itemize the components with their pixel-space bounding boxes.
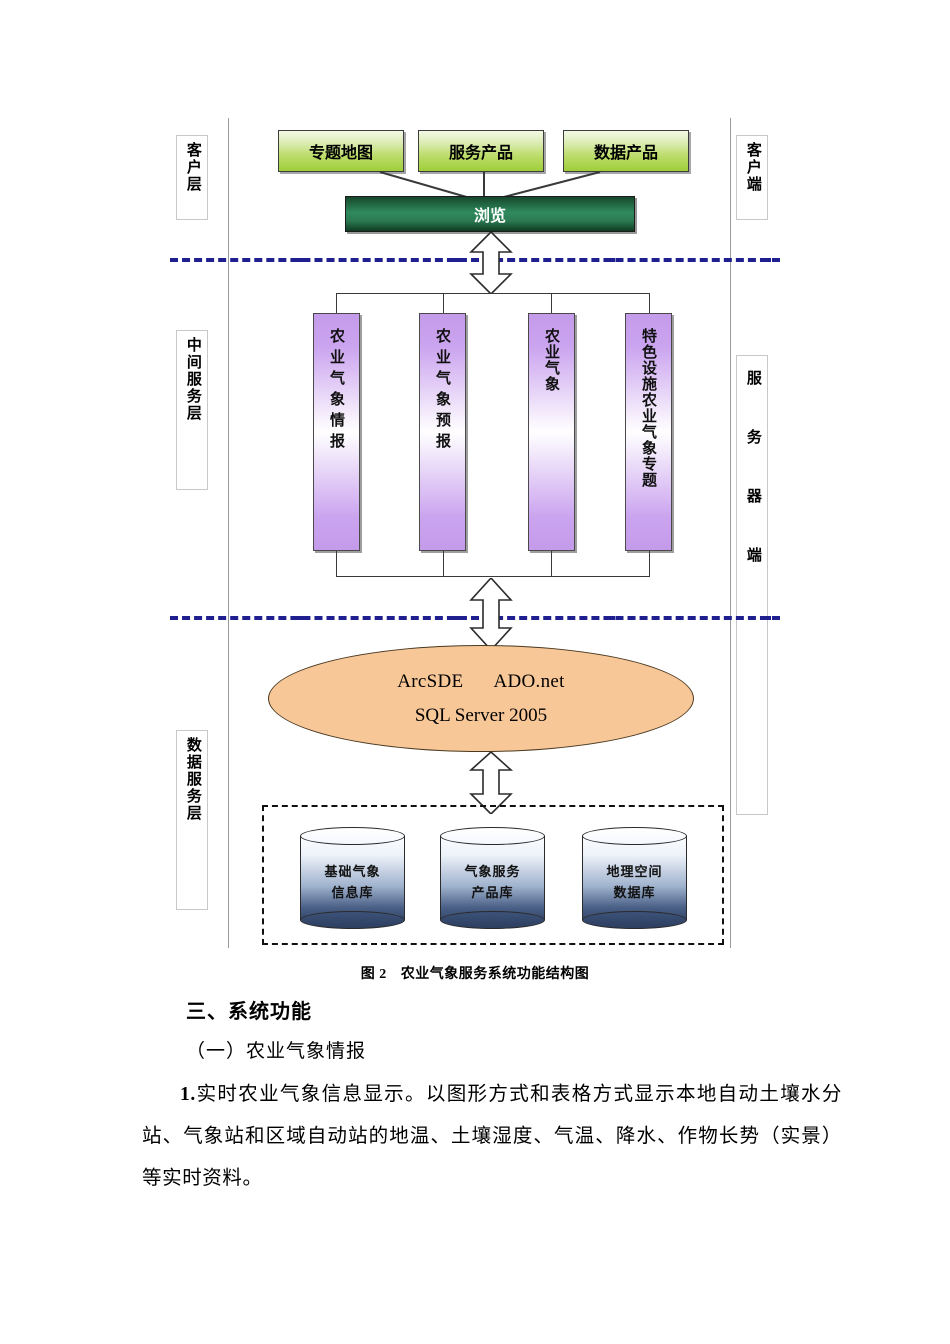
db-label-line2: 产品库 [471,885,514,900]
module-box-agri-met-info-label: 农业气象情报 [328,328,344,454]
cylinder-body [582,836,687,920]
right-vertical-rule [730,118,731,948]
middle-top-stem-3 [551,293,552,313]
product-box-data-product[interactable]: 数据产品 [563,130,689,172]
arrow-middle-to-data [469,578,513,650]
middle-bottom-stem-2 [443,551,444,577]
middle-bottom-stem-1 [336,551,337,577]
middle-bottom-bracket [336,576,650,577]
module-box-agri-met-label: 农业气象 [543,328,559,392]
module-box-special-facility-label: 特色设施农业气象专题 [640,328,656,488]
middle-top-stem-4 [649,293,650,313]
figure-caption: 图 2 农业气象服务系统功能结构图 [0,963,950,983]
cylinder-body [300,836,405,920]
cylinder-bottom [300,911,405,929]
db-label-line2: 信息库 [331,885,374,900]
layer-label-client-side: 客户端 [736,135,768,220]
architecture-diagram: 客户层 中间服务层 数据服务层 客户端 服务器端 专 [170,118,780,948]
database-group-container [262,805,724,945]
module-box-agri-met[interactable]: 农业气象 [528,313,575,551]
module-box-agri-met-info[interactable]: 农业气象情报 [313,313,360,551]
layer-label-client-text: 客户层 [184,142,201,193]
database-cylinder-basic-met[interactable]: 基础气象 信息库 [300,827,405,929]
cylinder-top [582,827,687,845]
middleware-line1: ArcSDE ADO.net [397,671,564,693]
database-cylinder-geospatial[interactable]: 地理空间 数据库 [582,827,687,929]
figure-caption-prefix: 图 2 [360,967,387,982]
divider-middle-data [170,616,780,620]
cylinder-top [300,827,405,845]
middle-top-stem-2 [443,293,444,313]
layer-label-middle-text: 中间服务层 [184,337,201,422]
db-label-line1: 地理空间 [606,864,663,880]
database-cylinder-geospatial-label: 地理空间 数据库 [582,827,687,929]
cylinder-body [440,836,545,920]
divider-client-middle [170,258,780,262]
cylinder-bottom [440,911,545,929]
arrow-client-to-middle [469,232,513,294]
database-cylinder-basic-met-label: 基础气象 信息库 [300,827,405,929]
middle-top-stem-1 [336,293,337,313]
middleware-adonet: ADO.net [493,670,565,692]
product-box-thematic-map-label: 专题地图 [308,145,373,162]
figure-caption-text: 农业气象服务系统功能结构图 [400,967,590,982]
browse-box[interactable]: 浏览 [345,196,635,232]
middle-bottom-stem-3 [551,551,552,577]
layer-label-server-side-text: 服务器端 [744,370,761,606]
cylinder-bottom [582,911,687,929]
browse-box-label: 浏览 [473,208,506,225]
product-box-service-product-label: 服务产品 [448,145,513,162]
database-cylinder-met-service-label: 气象服务 产品库 [440,827,545,929]
arrow-middleware-to-db [468,752,514,814]
database-cylinder-met-service[interactable]: 气象服务 产品库 [440,827,545,929]
middleware-arcsde: ArcSDE [397,670,464,692]
body-paragraph: 1.实时农业气象信息显示。以图形方式和表格方式显示本地自动土壤水分站、气象站和区… [142,1074,842,1200]
product-box-data-product-label: 数据产品 [593,145,658,162]
left-vertical-rule [228,118,229,948]
module-box-agri-met-forecast[interactable]: 农业气象预报 [419,313,466,551]
middle-top-bracket [336,293,650,294]
cylinder-top [440,827,545,845]
layer-label-client: 客户层 [176,135,208,220]
module-box-special-facility[interactable]: 特色设施农业气象专题 [625,313,672,551]
paragraph-number: 1. [180,1084,196,1105]
section-subheading: （一）农业气象情报 [186,1041,367,1062]
paragraph-text: 实时农业气象信息显示。以图形方式和表格方式显示本地自动土壤水分站、气象站和区域自… [142,1084,842,1189]
section-heading: 三、系统功能 [186,1001,312,1023]
layer-label-middle: 中间服务层 [176,330,208,490]
db-label-line1: 基础气象 [324,864,381,880]
layer-label-data-text: 数据服务层 [184,737,201,822]
layer-label-data: 数据服务层 [176,730,208,910]
middleware-ellipse: ArcSDE ADO.net SQL Server 2005 [268,645,694,752]
db-label-line2: 数据库 [613,885,656,900]
layer-label-client-side-text: 客户端 [744,142,761,193]
db-label-line1: 气象服务 [464,864,521,880]
product-box-service-product[interactable]: 服务产品 [418,130,544,172]
middleware-line2: SQL Server 2005 [414,704,548,726]
middle-bottom-stem-4 [649,551,650,577]
layer-label-server-side: 服务器端 [736,355,768,815]
product-box-thematic-map[interactable]: 专题地图 [278,130,404,172]
module-box-agri-met-forecast-label: 农业气象预报 [434,328,450,454]
